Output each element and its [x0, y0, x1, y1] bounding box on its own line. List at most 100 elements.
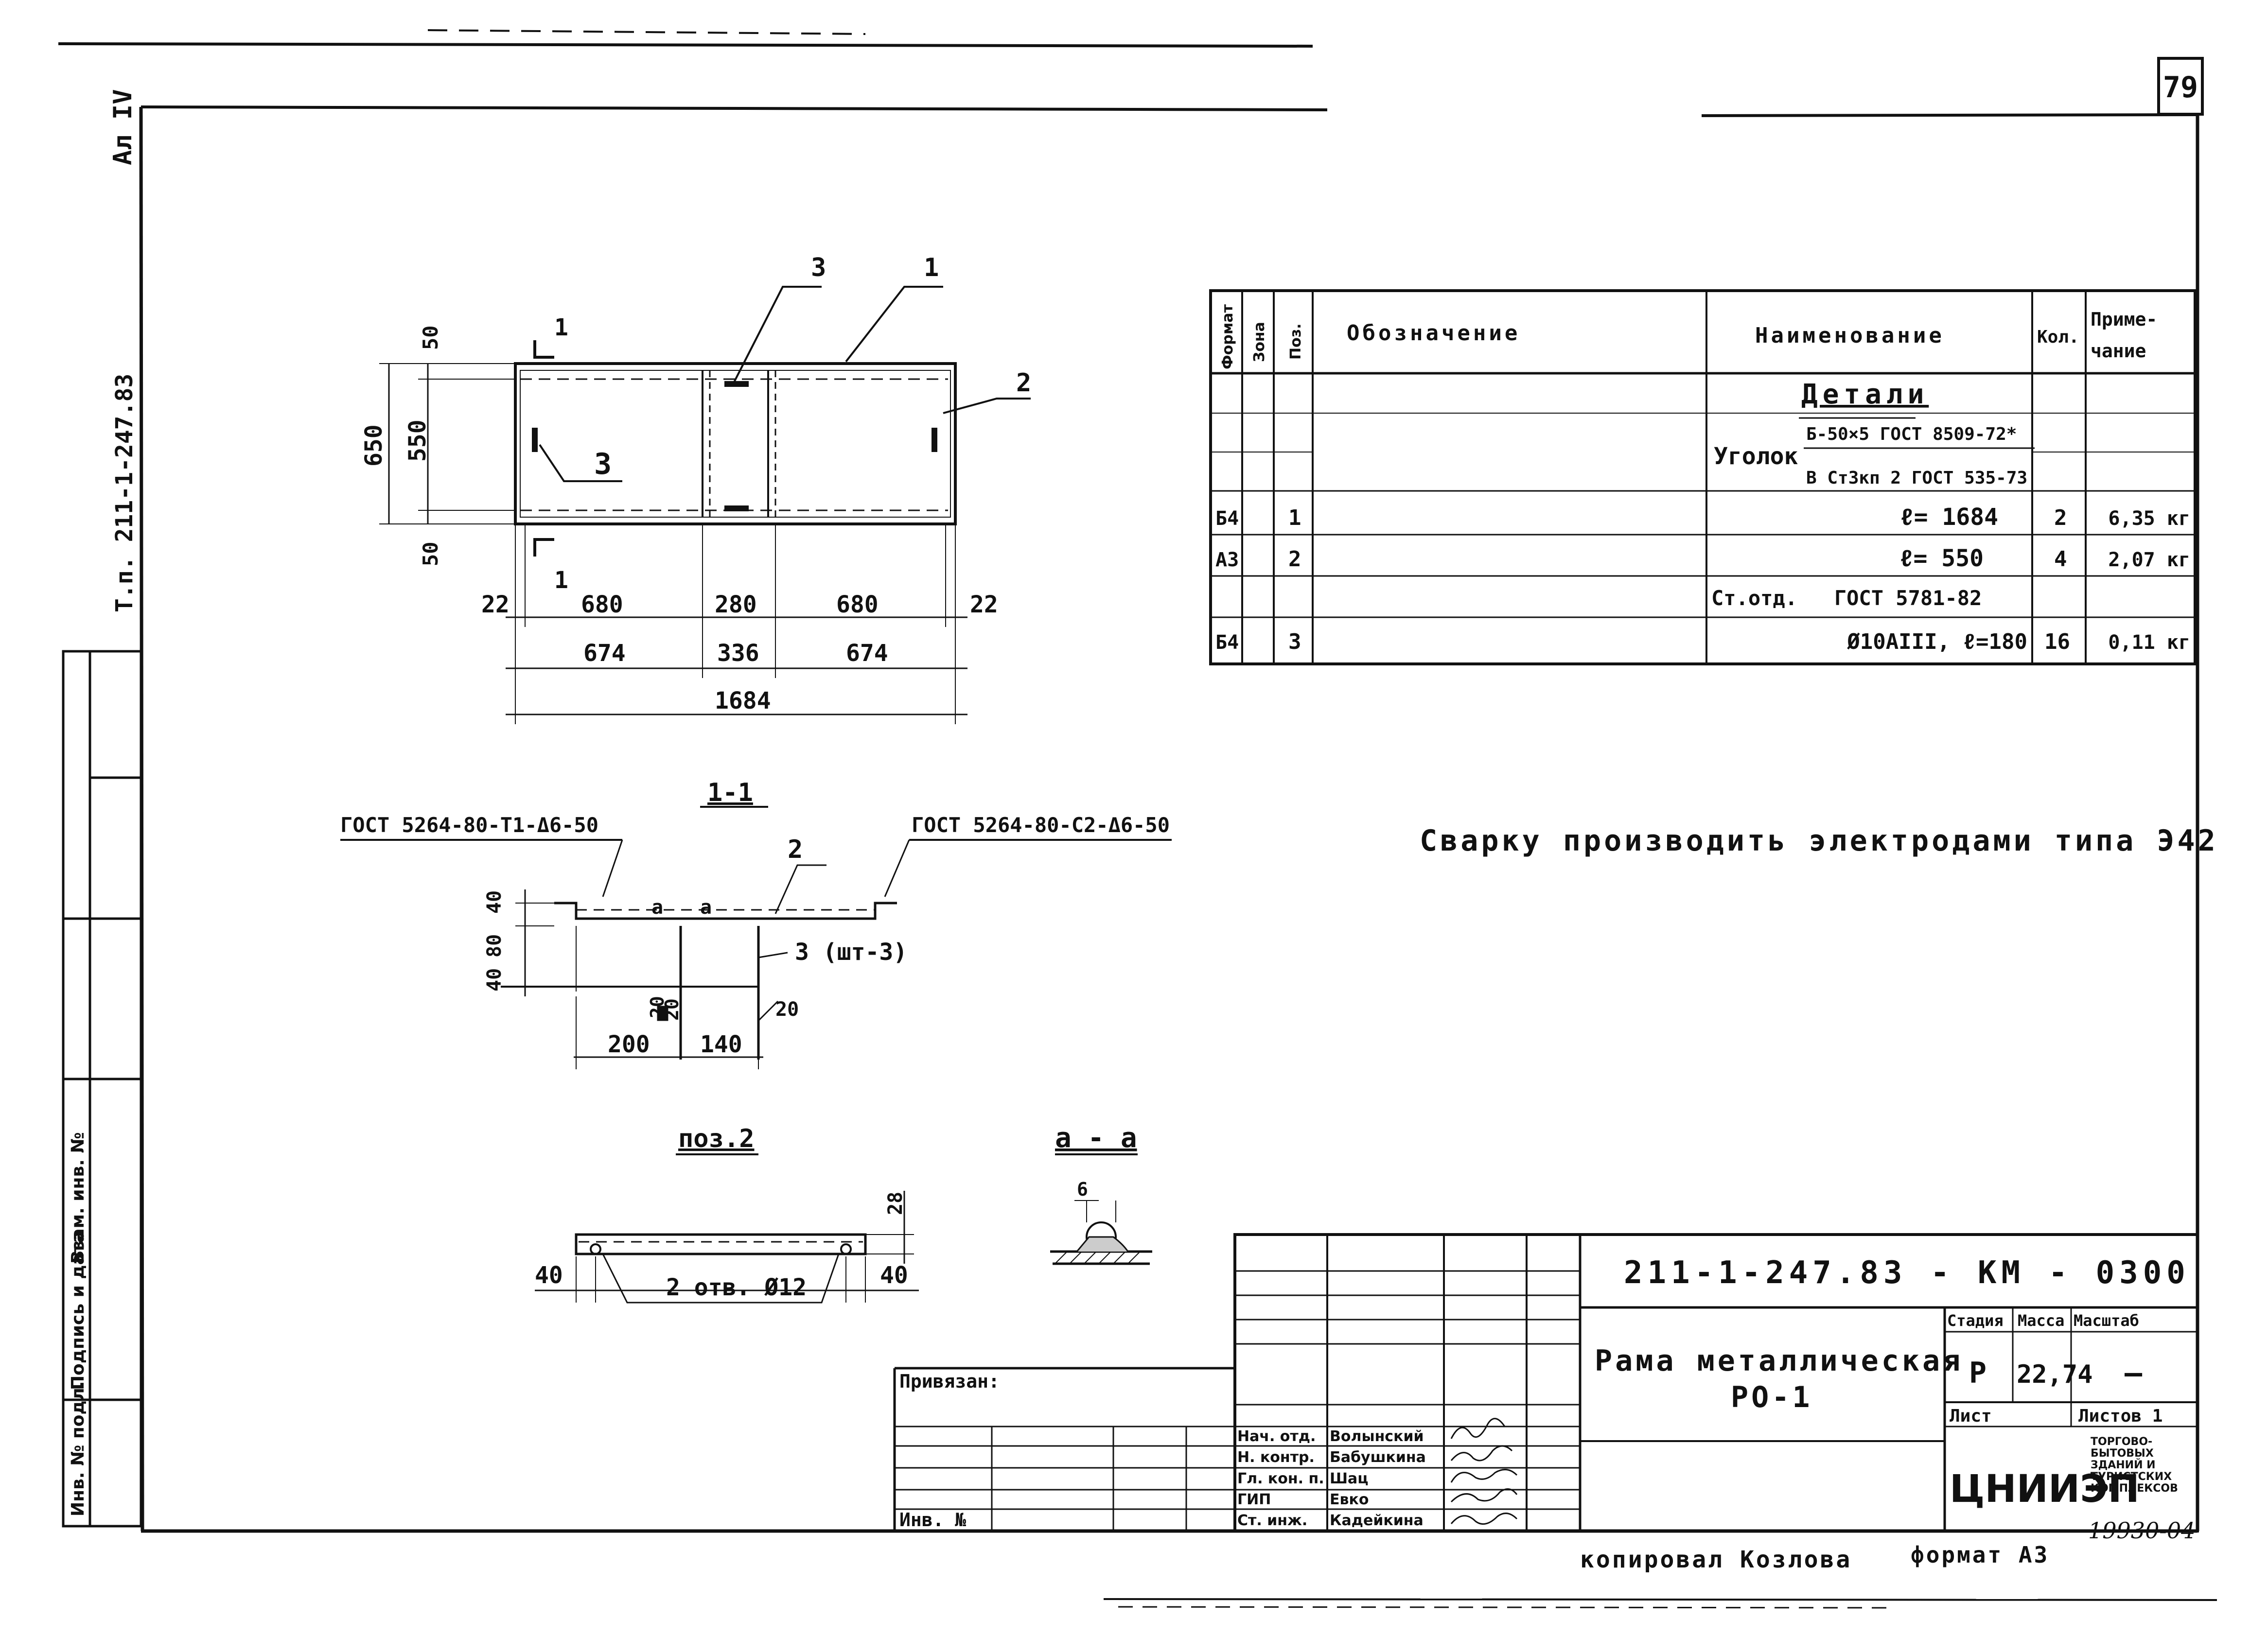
specification-headers: Формат Зона Поз. Обозначение Наименовани… [1219, 304, 2157, 369]
frame-plan-labels: 3 1 2 3 1 1 50 650 550 50 22 680 280 680… [360, 253, 1031, 714]
dim-clear-height: 550 [404, 419, 431, 462]
section-dim-80: 80 [483, 934, 506, 957]
spec-row4-note: 0,11 кг [2108, 631, 2190, 654]
spec-header-format: Формат [1219, 304, 1236, 369]
detail-a-dim-6: 6 [1077, 1179, 1088, 1200]
detail-a-title: а - а [1055, 1122, 1137, 1154]
dim-22-right: 22 [970, 591, 998, 618]
section-dim-40-top: 40 [483, 890, 506, 914]
section-dim-20-a: 20 [647, 996, 668, 1018]
pos2-dim-40-right: 40 [880, 1262, 908, 1289]
detail-a-a-labels: а - а 6 [1055, 1122, 1137, 1200]
spec-row4-qty: 16 [2044, 629, 2070, 654]
sheet-label: Лист [1950, 1406, 1992, 1426]
sheets-label: Листов 1 [2078, 1406, 2163, 1426]
spec-header-pos: Поз. [1287, 323, 1304, 360]
spec-header-designation: Обозначение [1347, 321, 1520, 346]
title-block [893, 1233, 2199, 1532]
dim-336: 336 [717, 640, 759, 667]
leader-label-pos3-top: 3 [811, 253, 826, 282]
dim-overall-height: 650 [360, 424, 387, 467]
pos2-dim-28: 28 [884, 1192, 907, 1215]
spec-row2-pos: 2 [1288, 547, 1301, 572]
section-1-1-labels: 1-1 ГОСТ 5264-80-Т1-Δ6-50 ГОСТ 5264-80-С… [340, 778, 1170, 1058]
spec-row2-qty: 4 [2054, 547, 2067, 572]
spec-row1-pos: 1 [1288, 505, 1301, 530]
specification-table [1209, 289, 2197, 665]
dim-674-left: 674 [583, 640, 626, 667]
signatures [1450, 1418, 1518, 1525]
person-5: Кадейкина [1330, 1512, 1424, 1529]
section-leader-pos2: 2 [788, 835, 803, 864]
pos2-title: поз.2 [678, 1124, 755, 1153]
drawing-title-line2: РО-1 [1731, 1380, 1813, 1414]
person-1: Волынский [1330, 1428, 1424, 1445]
order-number: 19930-04 [2088, 1517, 2195, 1544]
person-4: Евко [1330, 1491, 1369, 1508]
section-dim-40-bottom: 40 [483, 968, 506, 992]
section-1-1-view [340, 806, 1172, 1069]
detail-a-a-view [1050, 1153, 1152, 1265]
signature-2 [1450, 1445, 1513, 1462]
spec-row4-pos: 3 [1288, 629, 1301, 654]
signature-3 [1450, 1469, 1518, 1483]
title-block-labels: 211-1-247.83 - КМ - 0300 Рама металличес… [899, 1255, 2190, 1531]
spec-header-qty: Кол. [2037, 327, 2079, 347]
spec-section-title: Детали [1801, 379, 1929, 410]
signature-4 [1450, 1488, 1518, 1503]
drawing-title-line1: Рама металлическая [1595, 1344, 1963, 1378]
role-5: Ст. инж. [1237, 1512, 1307, 1529]
weld-mark-a-left: а [651, 896, 663, 919]
stamp-replace-label: Взам. инв. № [68, 1132, 88, 1264]
section-dim-20-c: 20 [775, 998, 799, 1021]
spec-row3-name: Ст.отд. ГОСТ 5781-82 [1711, 586, 1982, 610]
role-1: Нач. отд. [1237, 1428, 1316, 1445]
spec-row1-name: ℓ= 1684 [1900, 504, 1998, 531]
specification-body: Детали Уголок Б-50×5 ГОСТ 8509-72* В Ст3… [1215, 379, 2190, 654]
dim-bottom-flange: 50 [419, 541, 442, 566]
dim-680-left: 680 [581, 591, 623, 618]
page-number: 79 [2163, 70, 2198, 104]
leader-label-pos1: 1 [924, 253, 939, 282]
pos2-holes-note: 2 отв. Ø12 [666, 1274, 807, 1301]
spec-row2-note: 2,07 кг [2108, 549, 2190, 571]
spec-header-name: Наименование [1755, 323, 1945, 348]
leader-label-pos3-left: 3 [594, 447, 612, 481]
project-label: Т.п. 211-1-247.83 [111, 374, 138, 612]
spec-row2-format: А3 [1215, 549, 1239, 571]
table-row: Ст.отд. ГОСТ 5781-82 [1711, 586, 1982, 610]
attached-label: Привязан: [899, 1371, 1000, 1392]
org-description: торгово-бытовых зданий и туристских комп… [2091, 1436, 2178, 1495]
welding-note: Сварку производить электродами типа Э42 [1420, 824, 2218, 858]
spec-header-note-1: Приме- [2091, 309, 2157, 330]
spec-row1-format: Б4 [1215, 507, 1239, 530]
section-dim-20-b: 20 [661, 998, 683, 1021]
dim-1684-total: 1684 [715, 687, 771, 714]
pos2-detail-labels: поз.2 2 отв. Ø12 40 40 28 [535, 1124, 908, 1301]
section-dim-140: 140 [700, 1031, 742, 1058]
dim-680-right: 680 [836, 591, 879, 618]
signature-5 [1450, 1513, 1518, 1525]
spec-header-zone: Зона [1251, 322, 1268, 362]
sheet-format: формат А3 [1911, 1542, 2049, 1568]
section-title-1-1: 1-1 [707, 778, 753, 807]
spec-row1-note: 6,35 кг [2108, 507, 2190, 530]
spec-row2-name: ℓ= 550 [1899, 545, 1984, 572]
frame-plan-view [379, 286, 1031, 724]
leader-label-pos2: 2 [1016, 368, 1031, 398]
mass-label: Масса [2018, 1311, 2064, 1330]
pos2-dim-40-left: 40 [535, 1262, 563, 1289]
signature-1 [1450, 1418, 1506, 1439]
role-4: ГИП [1237, 1491, 1271, 1508]
stamp-inv-label: Инв. № подл. [68, 1381, 88, 1516]
table-row: Б4 3 Ø10АIII, ℓ=180 16 0,11 кг [1215, 629, 2190, 654]
spec-angle-bottom: В Ст3кп 2 ГОСТ 535-73 [1806, 468, 2027, 488]
table-row: Б4 1 ℓ= 1684 2 6,35 кг [1215, 504, 2190, 531]
dim-22-left: 22 [481, 591, 510, 618]
stamp-sign-label: Подпись и дата [68, 1231, 88, 1390]
person-3: Шац [1330, 1470, 1369, 1487]
pos2-detail-view [535, 1153, 919, 1304]
drawing-code: 211-1-247.83 - КМ - 0300 [1624, 1255, 2190, 1291]
album-label: Ал IV [108, 89, 138, 165]
